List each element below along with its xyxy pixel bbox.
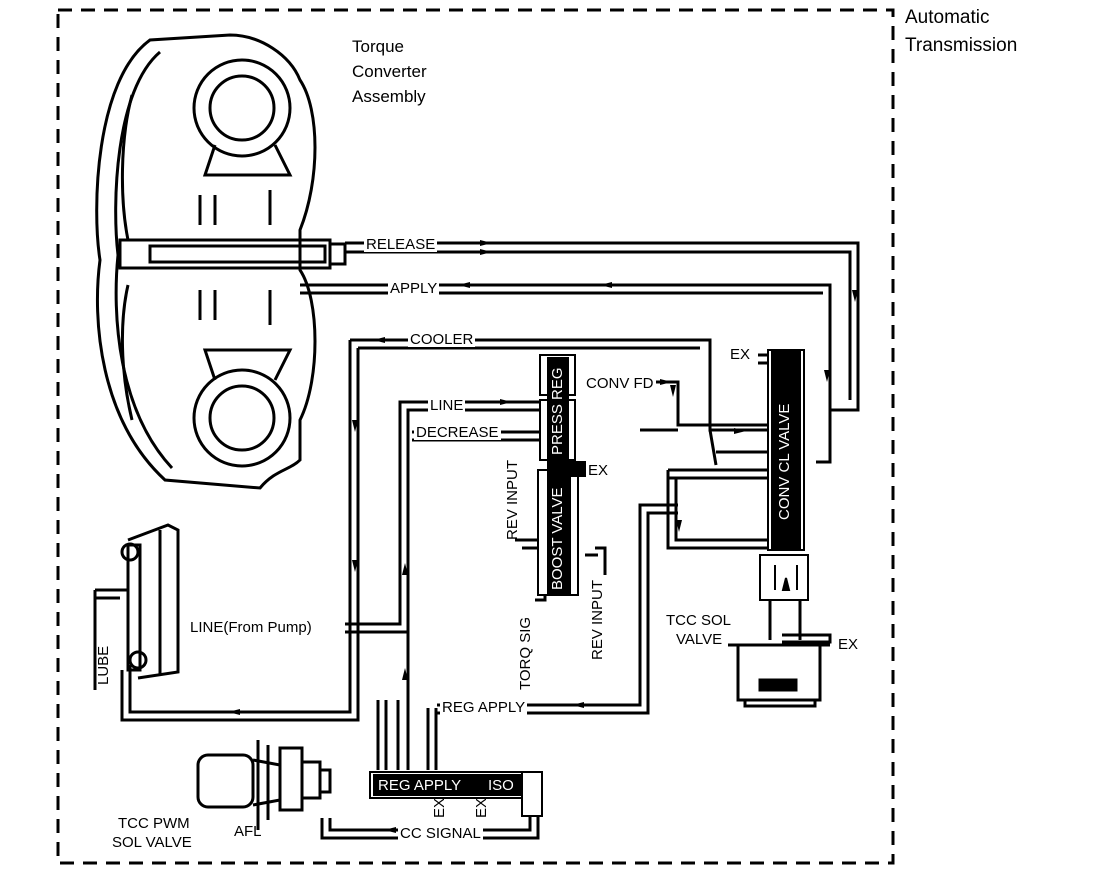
ex-press-reg-label: EX [588, 462, 609, 479]
afl-label: AFL [234, 823, 262, 840]
torque-converter-drawing [95, 33, 347, 490]
ex-tcc-label: EX [838, 636, 859, 653]
conv-cl-valve-label: CONV CL VALVE [776, 403, 793, 520]
reg-apply-valve-drawing [369, 771, 543, 817]
tcc-sol-label-1: TCC SOL [666, 612, 732, 629]
cooler-label: COOLER [408, 331, 476, 348]
reg-apply-line-label: REG APPLY [440, 699, 528, 716]
torque-converter-label-1: Torque [352, 37, 404, 56]
press-reg-valve-label: PRESS REG [549, 367, 566, 455]
tcc-pwm-drawing [196, 740, 332, 830]
lube-cooler-drawing [120, 523, 180, 680]
lube-label: LUBE [95, 645, 112, 685]
title-line-1: Automatic [905, 7, 990, 28]
ex-reg-apply-2-label: EX [473, 797, 490, 818]
tcc-pwm-label-2: SOL VALVE [112, 834, 192, 851]
tcc-sol-valve-drawing [728, 643, 830, 708]
release-label: RELEASE [364, 236, 438, 253]
line-label: LINE [428, 397, 466, 414]
converter-clutch-valve [759, 349, 809, 601]
reg-apply-valve-label: REG APPLY [378, 777, 462, 794]
iso-label: ISO [488, 777, 514, 794]
tcc-sol-label-2: VALVE [676, 631, 723, 648]
ex-conv-label: EX [728, 346, 753, 363]
cc-signal-label: CC SIGNAL [398, 825, 483, 842]
tcc-pwm-label-1: TCC PWM [118, 815, 190, 832]
pressure-regulator-valve [537, 354, 586, 596]
ex-reg-apply-1-label: EX [431, 797, 448, 818]
rev-input-right-label: REV INPUT [589, 579, 606, 660]
line-from-pump-label: LINE(From Pump) [188, 619, 314, 636]
decrease-label: DECREASE [414, 424, 501, 441]
torque-converter-label-2: Converter [352, 62, 427, 81]
apply-label: APPLY [388, 280, 440, 297]
transmission-boundary [56, 8, 895, 865]
torq-sig-label: TORQ SIG [517, 616, 534, 690]
boost-valve-label: BOOST VALVE [549, 487, 566, 590]
title-line-2: Transmission [905, 35, 1018, 56]
conv-fd-label: CONV FD [584, 375, 656, 392]
rev-input-left-label: REV INPUT [504, 459, 521, 540]
torque-converter-label-3: Assembly [352, 87, 426, 106]
